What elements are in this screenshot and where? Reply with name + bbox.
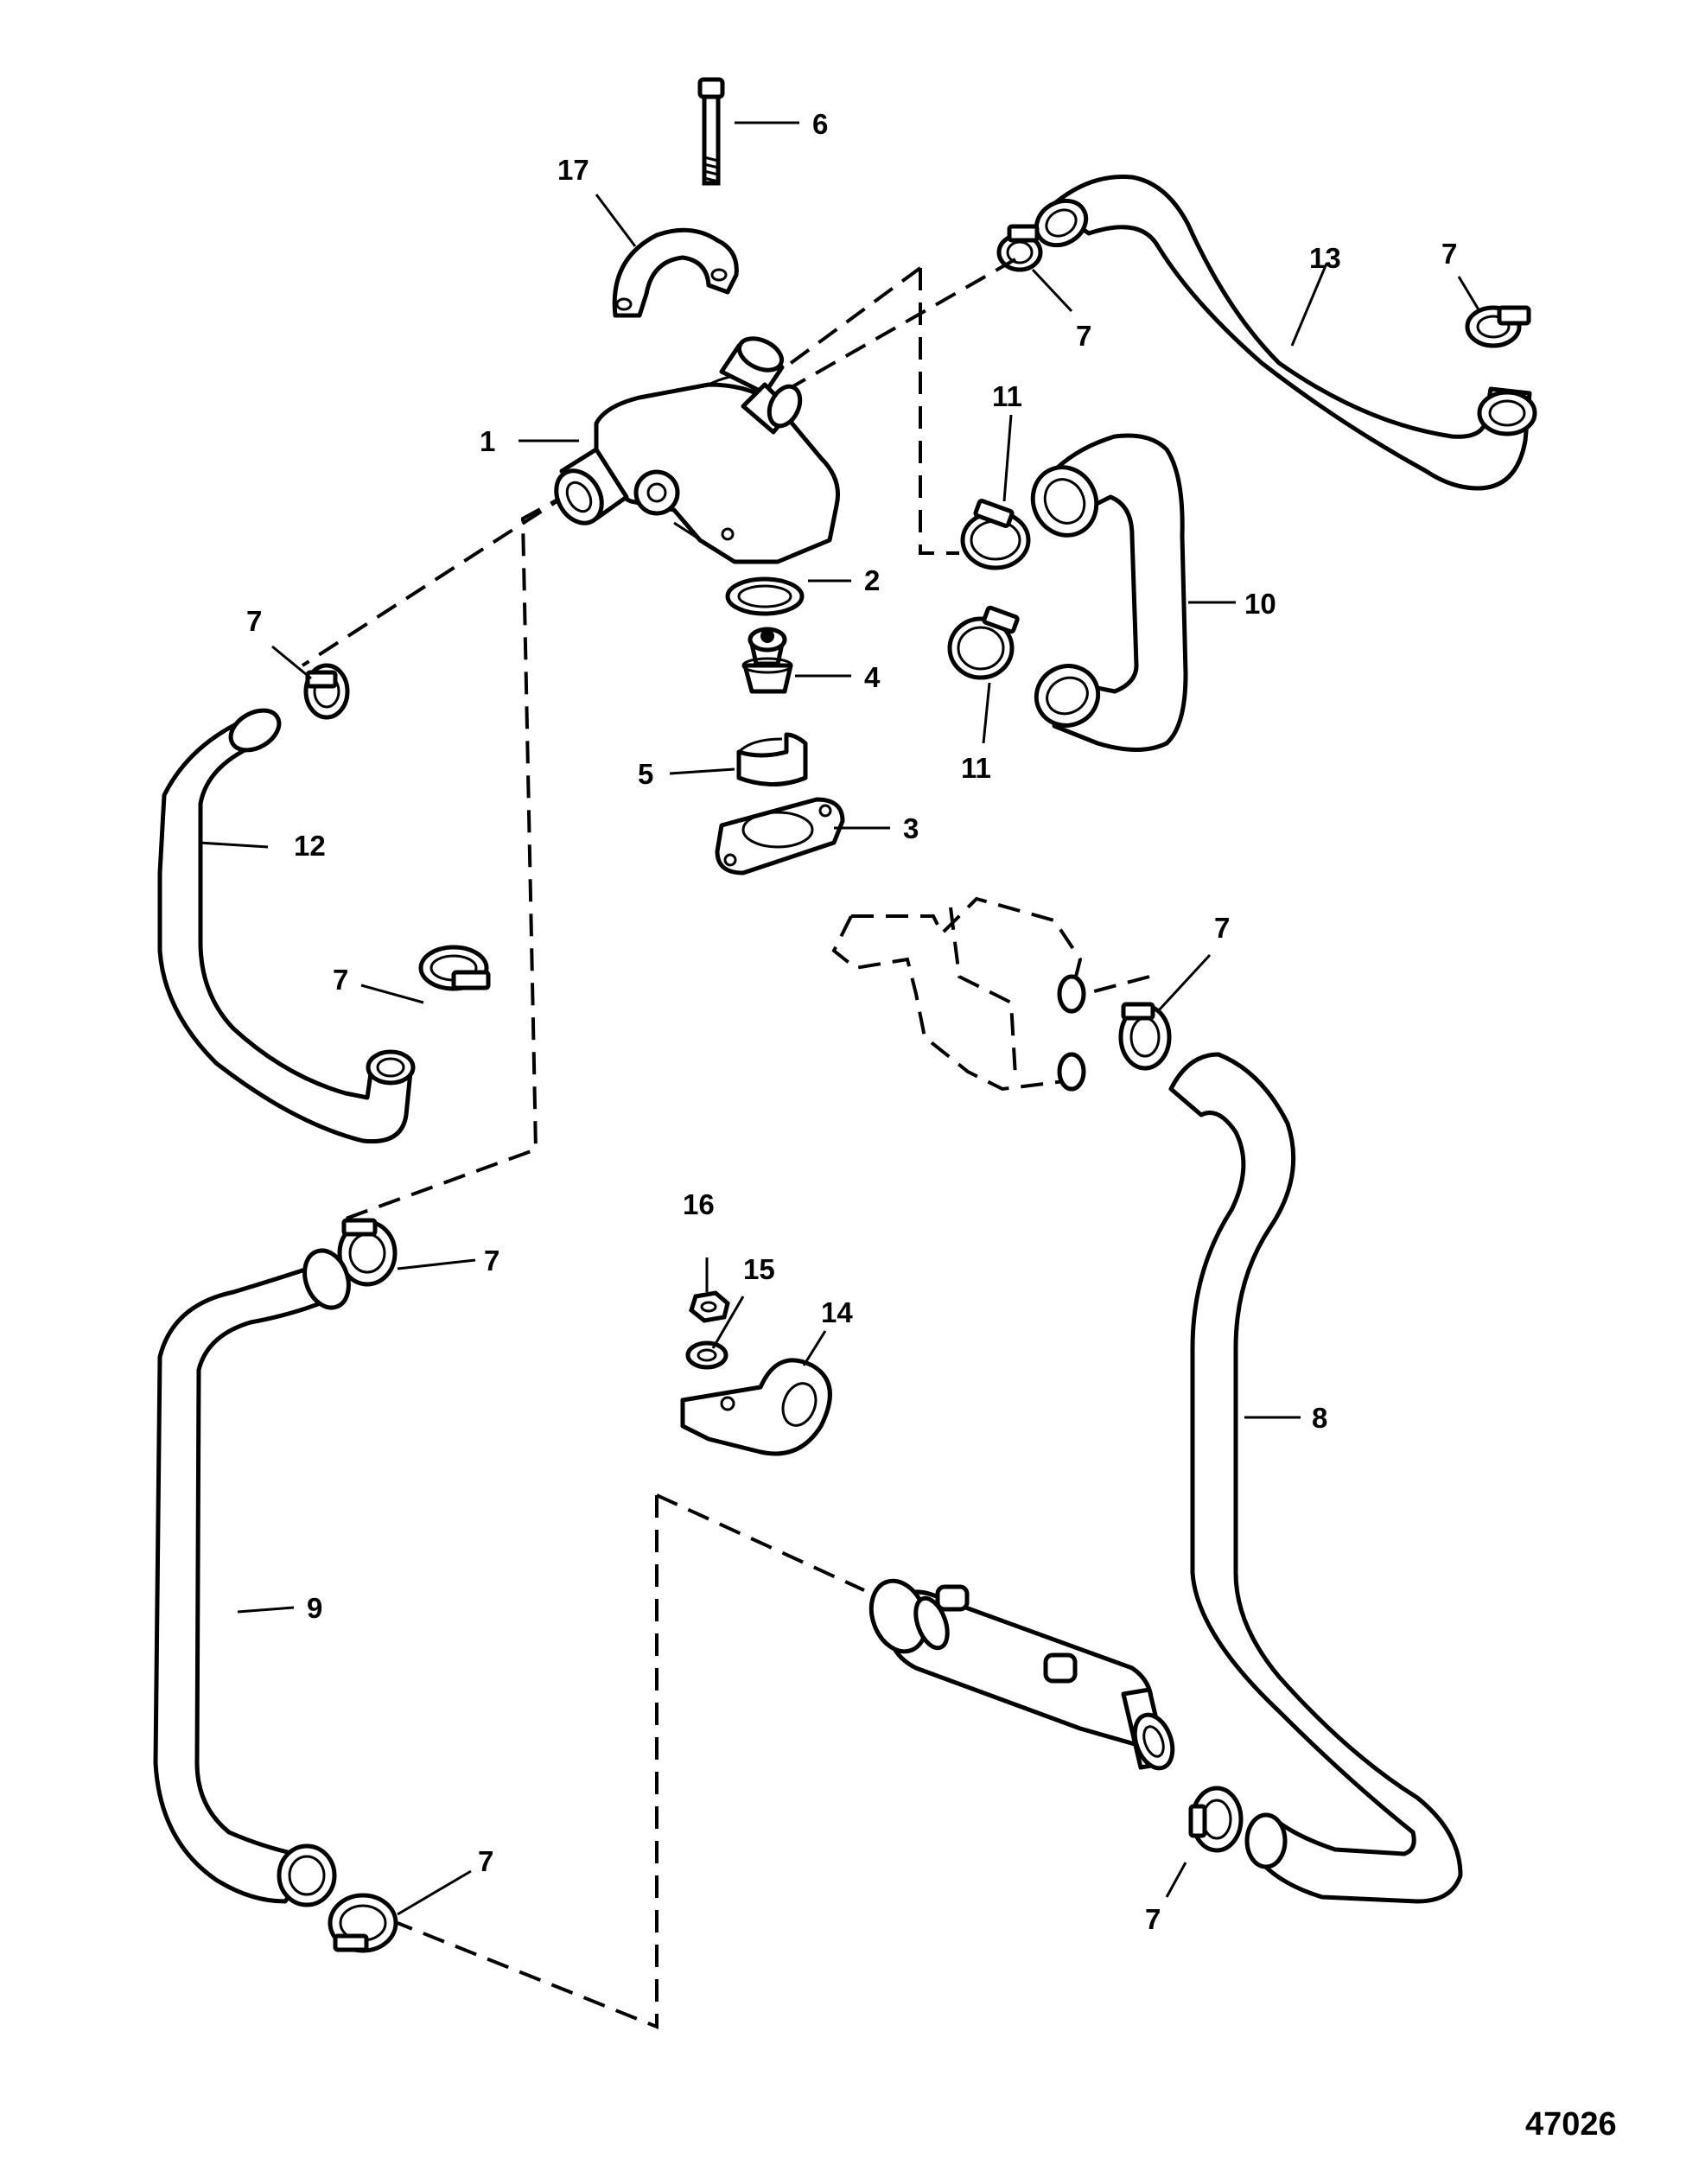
- callout-6: 6: [812, 108, 828, 140]
- callout-14: 14: [821, 1296, 853, 1328]
- clamp-7-right: [1465, 305, 1531, 348]
- callout-15: 15: [743, 1253, 775, 1285]
- o-ring: [725, 576, 805, 616]
- callout-3: 3: [903, 812, 919, 844]
- heat-exchanger: [868, 1578, 1175, 1771]
- bolt: [697, 77, 725, 186]
- callout-7: 7: [333, 964, 348, 996]
- washer: [685, 1340, 728, 1370]
- callout-7: 7: [1214, 912, 1230, 944]
- callout-5: 5: [638, 758, 653, 790]
- callout-10: 10: [1244, 588, 1276, 620]
- callout-16: 16: [683, 1188, 715, 1220]
- clamp-11-lower: [947, 605, 1020, 680]
- leader-lines: [198, 121, 1481, 1916]
- hose-12: [157, 708, 416, 1144]
- callout-4: 4: [864, 661, 881, 693]
- callout-2: 2: [864, 564, 880, 596]
- callout-13: 13: [1309, 242, 1341, 274]
- hose-9: [153, 1248, 351, 1907]
- callout-1: 1: [480, 425, 495, 457]
- clamp-7-bottom-left: [328, 1893, 398, 1953]
- callout-7: 7: [1076, 320, 1091, 352]
- callout-labels: 6 17 7 13 7 1 11 2 10 4 11 7 5 3 12 7 7 …: [246, 108, 1457, 1935]
- callout-17: 17: [557, 154, 589, 186]
- callout-7: 7: [246, 605, 262, 637]
- hose-clip: [680, 1358, 832, 1456]
- callout-11: 11: [992, 380, 1022, 412]
- callout-11: 11: [961, 752, 991, 784]
- gasket: [715, 797, 845, 876]
- sleeve: [736, 732, 808, 786]
- figure-number: 47026: [1525, 2106, 1617, 2143]
- thermostat: [741, 627, 793, 694]
- callout-7: 7: [484, 1245, 499, 1277]
- callout-12: 12: [294, 830, 326, 862]
- u-strap: [612, 227, 739, 318]
- thermostat-housing: [554, 336, 840, 564]
- clamp-7-bottom-right: [1188, 1786, 1244, 1853]
- water-pump-phantom: [831, 896, 1086, 1092]
- callout-7: 7: [1441, 238, 1457, 270]
- assembly-dashed-lines: [301, 258, 1150, 2029]
- hose-10: [1030, 433, 1188, 752]
- hose-8: [1168, 1052, 1463, 1904]
- hex-nut: [689, 1290, 730, 1323]
- callout-8: 8: [1312, 1402, 1327, 1434]
- clamp-7-lower-left: [337, 1218, 398, 1287]
- clamp-7-top: [996, 224, 1043, 272]
- clamp-7-mid-left: [418, 945, 491, 991]
- callout-7: 7: [1145, 1903, 1161, 1935]
- callout-9: 9: [307, 1592, 322, 1624]
- hose-13: [1034, 174, 1537, 491]
- clamp-7-mid: [1118, 1002, 1172, 1071]
- clamp-11-upper: [960, 499, 1031, 570]
- clamp-7-left: [303, 663, 350, 720]
- callout-7: 7: [478, 1845, 493, 1877]
